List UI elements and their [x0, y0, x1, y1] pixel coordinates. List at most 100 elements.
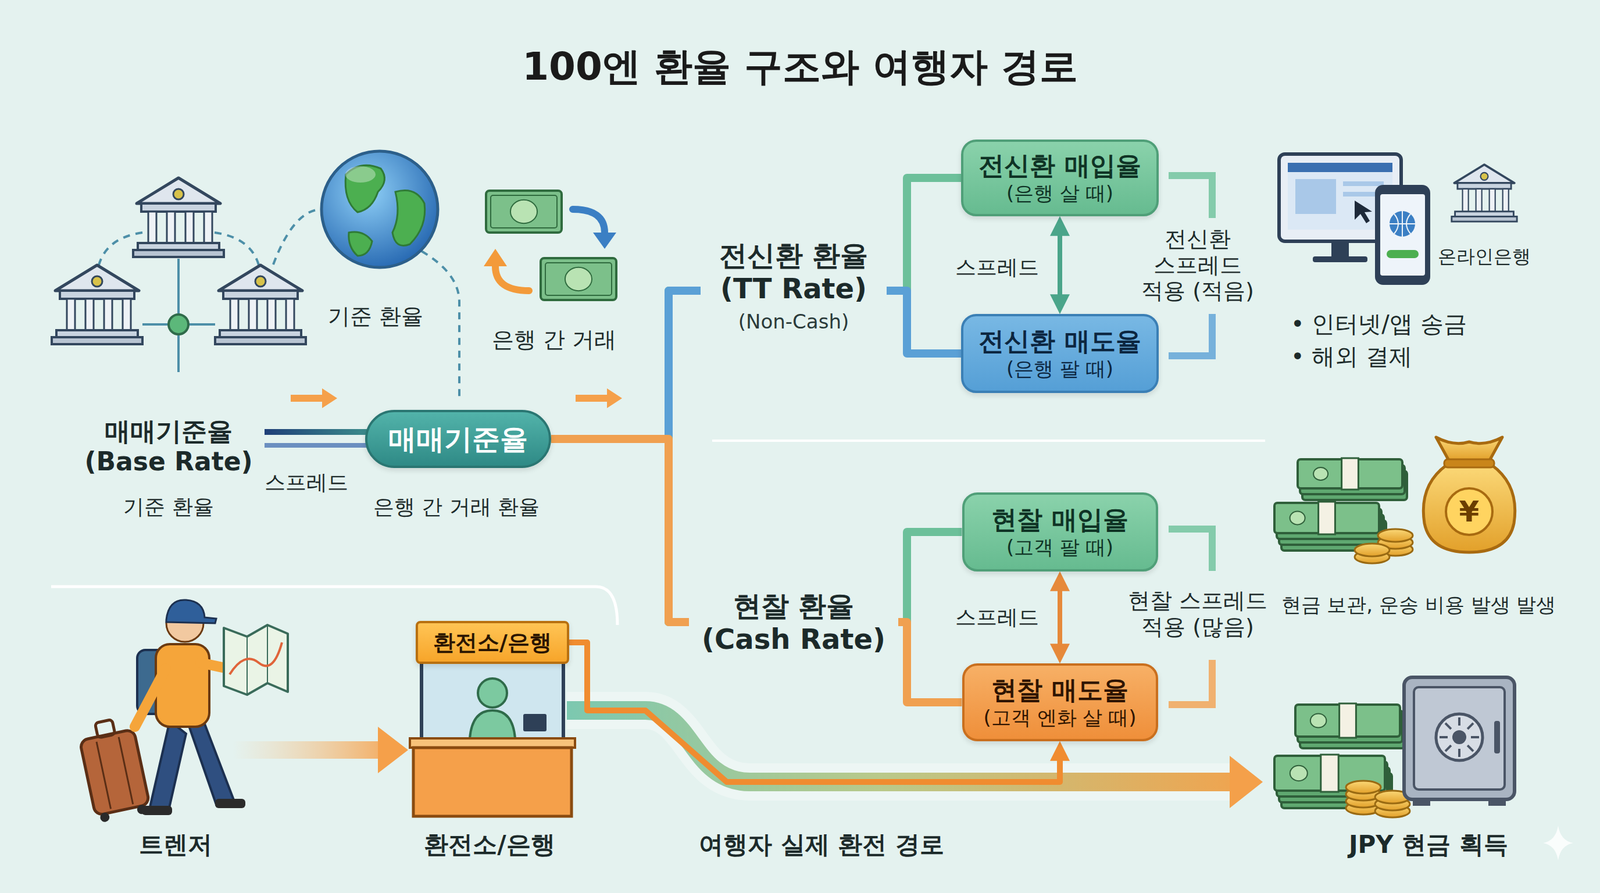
money-bag-top [1436, 437, 1503, 461]
map-route [229, 642, 282, 675]
bank-column [185, 211, 194, 244]
bank-icon [133, 177, 224, 257]
text-label: 트렌저 [138, 830, 213, 860]
bracket [1168, 175, 1213, 219]
bank-icon [51, 265, 143, 345]
money-bag [1423, 465, 1515, 553]
node-title: 환전소/은행 [433, 629, 552, 656]
divider-line [712, 439, 1266, 442]
branch-connector [551, 438, 963, 703]
text-label: 현찰 스프레드 적용 (많음) [1125, 587, 1271, 641]
phone-screen [1380, 194, 1425, 276]
monitor-stand [1331, 241, 1349, 258]
bank-beam [1457, 183, 1512, 189]
text-label: 현금 보관, 운송 비용 발생 발생 [1273, 593, 1564, 617]
safe-handle [1494, 720, 1500, 754]
safe-dial-tick [1470, 736, 1480, 739]
bank-column [148, 211, 157, 244]
cash-band [1339, 703, 1357, 738]
bank-column [286, 298, 295, 331]
traveler-arm [134, 668, 166, 727]
exchange-arrow [572, 209, 605, 233]
phone-globe-line [1389, 211, 1416, 237]
bank-emblem [1480, 172, 1489, 181]
bank-emblem [173, 188, 184, 200]
banknote-inner [490, 195, 557, 228]
suitcase-handle [94, 719, 116, 739]
bank-column [267, 298, 276, 331]
cash-band [1341, 458, 1359, 490]
safe-dial-tick [1467, 723, 1474, 730]
globe-land [345, 165, 385, 213]
branch-connector [551, 177, 962, 439]
cash-band [1320, 754, 1339, 792]
traveler-shoe [215, 798, 246, 809]
bank-base [215, 337, 306, 345]
rate-box: 현찰 매도율(고객 엔화 살 때) [962, 663, 1159, 742]
traveler-torso [155, 644, 210, 727]
map [223, 625, 288, 695]
exchange-arrowhead [483, 248, 507, 267]
bank-column [104, 298, 113, 331]
text-label: (Non-Cash) [738, 309, 849, 334]
bank-column [1502, 188, 1509, 212]
phone-button [1386, 250, 1419, 259]
traveler-leg [150, 720, 187, 811]
suitcase-stripe [96, 741, 112, 809]
text-label: 온라인은행 [1437, 245, 1531, 269]
banknote-inner [545, 262, 612, 296]
booth-terminal [523, 713, 547, 732]
money-bag-medallion [1445, 488, 1493, 535]
travel-arrow [232, 741, 380, 759]
banknote-seal [565, 267, 592, 291]
coin [1377, 529, 1413, 542]
text-label: 은행 간 거래 [491, 326, 617, 353]
travel-band-head [1229, 755, 1263, 809]
bank-column [230, 298, 239, 331]
base-rate-pill: 매매기준율 [365, 409, 552, 469]
browser-line [1343, 181, 1384, 187]
node-title: 현찰 매도율 [991, 674, 1128, 706]
bank-roof [136, 177, 221, 204]
rate-box: 전신환 매입율(은행 살 때) [961, 139, 1159, 217]
safe [1404, 677, 1515, 800]
banknote [486, 190, 562, 233]
edge-label: 스프레드 [950, 604, 1044, 631]
text-label: 스프레드 [264, 470, 349, 495]
bank-base [1451, 216, 1517, 222]
banknote-seal [510, 200, 538, 224]
double-line [264, 443, 373, 448]
safe-dial-tick [1439, 736, 1448, 739]
flow-arrowhead [606, 388, 623, 409]
text-label: 매매기준율 (Base Rate) [75, 416, 262, 477]
bracket [1168, 313, 1213, 356]
text-label: 환전소/은행 [423, 830, 555, 860]
flow-arrow [290, 394, 324, 402]
bank-beam [59, 290, 135, 299]
safe-foot [1488, 797, 1506, 806]
banknote-seal [1310, 713, 1327, 728]
booth-counter [413, 747, 572, 817]
text-label: JPY 현금 획득 [1348, 830, 1509, 860]
browser-bar [1287, 162, 1393, 173]
text-label: ¥ [1459, 494, 1480, 530]
cash-band [1318, 501, 1336, 535]
node-subtitle: (고객 엔화 살 때) [983, 705, 1137, 730]
bank-column [85, 298, 94, 331]
node-title: 전신환 매입율 [978, 150, 1141, 182]
browser-line [1343, 191, 1375, 197]
safe-dial [1436, 713, 1483, 761]
suitcase-stripe [118, 737, 134, 805]
bank-emblem [255, 276, 266, 287]
text-label: 전신환 스프레드 적용 (적음) [1136, 226, 1259, 305]
arrow-connector [1057, 222, 1063, 309]
globe-land [392, 190, 425, 246]
diagram-title: 100엔 환율 구조와 여행자 경로 [522, 44, 1078, 90]
bracket [1168, 659, 1213, 705]
booth-window [421, 661, 564, 746]
node-title: 전신환 매도율 [978, 325, 1141, 357]
text-label: • 인터넷/앱 송금 [1290, 310, 1467, 338]
bank-beam [223, 290, 298, 299]
traveler-leg [187, 720, 234, 805]
